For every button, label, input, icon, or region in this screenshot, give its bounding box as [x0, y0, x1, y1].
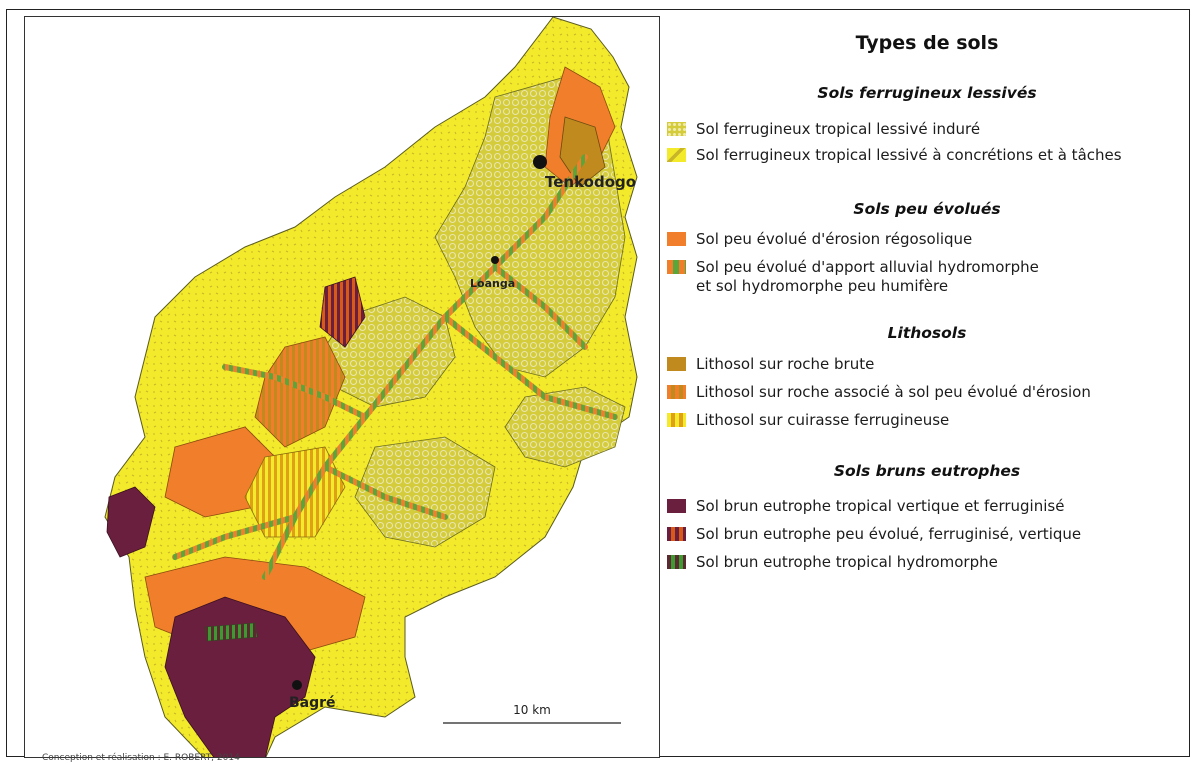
legend-section-lithosols: Lithosols — [887, 324, 967, 342]
legend-section-ferrugineux: Sols ferrugineux lessivés — [817, 84, 1037, 102]
legend-item-roche-brute[interactable]: Lithosol sur roche brute — [667, 355, 874, 374]
legend-label: Sol ferrugineux tropical lessivé à concr… — [696, 146, 1122, 164]
legend-item-brun-hydromorphe[interactable]: Sol brun eutrophe tropical hydromorphe — [667, 553, 998, 572]
swatch-alluvial-icon — [667, 260, 686, 274]
scale-bar: 10 km — [443, 703, 621, 724]
legend-label: Lithosol sur cuirasse ferrugineuse — [696, 411, 950, 429]
zone-brun-south — [164, 596, 316, 757]
legend-label-line2: et sol hydromorphe peu humifère — [696, 277, 949, 295]
legend-title: Types de sols — [855, 32, 999, 54]
legend-item-roche-erosion[interactable]: Lithosol sur roche associé à sol peu évo… — [667, 383, 1091, 402]
zone-brun-west — [106, 486, 156, 558]
scale-label: 10 km — [513, 703, 551, 717]
swatch-roche-brute-icon — [667, 357, 686, 371]
swatch-cuirasse-icon — [667, 413, 686, 427]
legend-label: Sol peu évolué d'érosion régosolique — [696, 230, 973, 248]
map-credit: Conception et réalisation : E. ROBERT, 2… — [42, 753, 240, 763]
zone-indure-east — [504, 386, 626, 468]
place-label-tenkodogo: Tenkodogo — [545, 173, 636, 191]
zone-lithosol-cuirasse — [244, 446, 346, 538]
place-bagre[interactable]: Bagré — [289, 680, 336, 711]
swatch-indure-icon — [667, 122, 686, 136]
legend-item-brun-peu-evolue[interactable]: Sol brun eutrophe peu évolué, ferruginis… — [667, 525, 1081, 544]
swatch-brun-peu-evolue-icon — [667, 527, 686, 541]
legend-item-cuirasse[interactable]: Lithosol sur cuirasse ferrugineuse — [667, 411, 949, 430]
legend-item-concretions[interactable]: Sol ferrugineux tropical lessivé à concr… — [667, 146, 1122, 165]
soil-map-canvas: Tenkodogo Loanga Bagré 10 km — [104, 17, 638, 757]
legend-label: Lithosol sur roche brute — [696, 355, 875, 373]
legend-item-indure[interactable]: Sol ferrugineux tropical lessivé induré — [667, 120, 980, 139]
place-label-bagre: Bagré — [289, 695, 336, 711]
soil-map[interactable]: Tenkodogo Loanga Bagré 10 km — [24, 16, 660, 758]
legend-label: Sol brun eutrophe peu évolué, ferruginis… — [696, 525, 1082, 543]
legend-label: Sol brun eutrophe tropical hydromorphe — [696, 553, 998, 571]
legend-label: Sol brun eutrophe tropical vertique et f… — [696, 497, 1065, 515]
zone-roche-brute — [559, 116, 606, 188]
legend-item-brun-vertique[interactable]: Sol brun eutrophe tropical vertique et f… — [667, 497, 1064, 516]
legend-section-peu-evolues: Sols peu évolués — [853, 200, 1001, 218]
swatch-erosion-icon — [667, 232, 686, 246]
swatch-brun-hydromorphe-icon — [667, 555, 686, 569]
river-network — [172, 154, 618, 580]
place-tenkodogo[interactable]: Tenkodogo — [533, 155, 636, 191]
legend-section-bruns-eutrophes: Sols bruns eutrophes — [833, 462, 1021, 480]
legend-label: Sol ferrugineux tropical lessivé induré — [696, 120, 981, 138]
zone-erosion-mid — [254, 336, 346, 448]
swatch-concretions-icon — [667, 148, 686, 162]
swatch-roche-erosion-icon — [667, 385, 686, 399]
place-loanga[interactable]: Loanga — [470, 256, 515, 290]
zone-brun-peu-evolue — [319, 276, 366, 348]
legend-label-line1: Sol peu évolué d'apport alluvial hydromo… — [696, 258, 1039, 276]
place-label-loanga: Loanga — [470, 277, 515, 290]
swatch-brun-vertique-icon — [667, 499, 686, 513]
legend-item-apport-alluvial[interactable]: Sol peu évolué d'apport alluvial hydromo… — [667, 258, 1039, 296]
legend-item-erosion-regosolique[interactable]: Sol peu évolué d'érosion régosolique — [667, 230, 972, 249]
legend-label: Sol peu évolué d'apport alluvial hydromo… — [696, 258, 1039, 296]
zone-brun-hydromorphe — [204, 622, 258, 642]
legend-label: Lithosol sur roche associé à sol peu évo… — [696, 383, 1091, 401]
zone-indure-south — [354, 436, 496, 548]
